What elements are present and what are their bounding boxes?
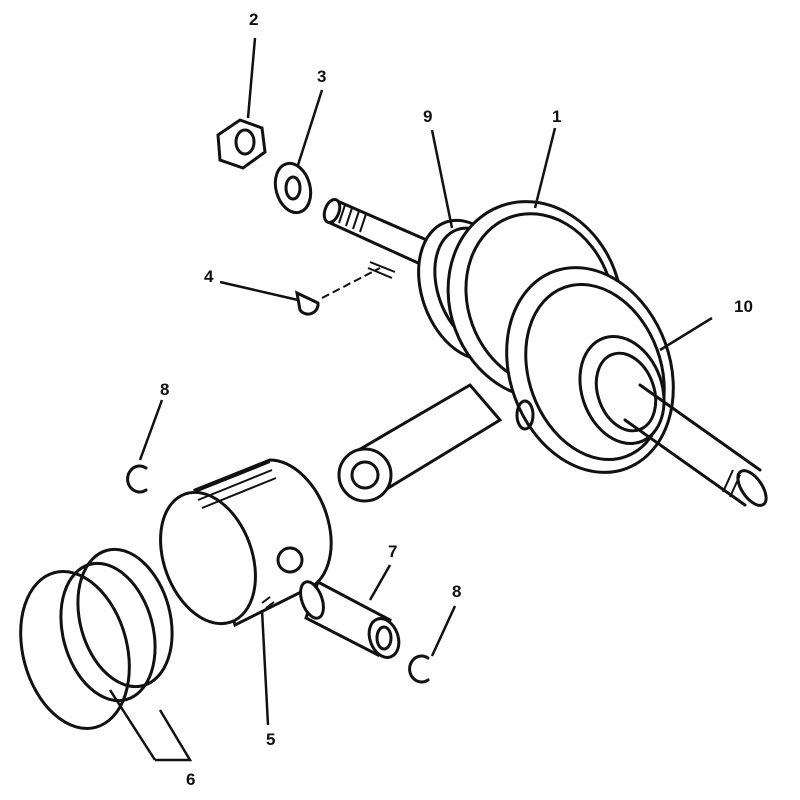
washer [273,161,313,215]
nut [216,118,267,170]
callout-3: 3 [317,67,326,86]
leader-lines [108,37,713,762]
callout-4: 4 [204,267,214,286]
callout-5: 5 [266,730,275,749]
callout-10: 10 [734,297,753,316]
callout-9: 9 [423,107,432,126]
circlip-right [408,654,430,684]
piston-rings [19,547,174,730]
callout-1: 1 [552,107,561,126]
piston [159,458,333,628]
crankshaft [322,197,768,507]
callout-6: 6 [186,770,195,789]
callout-8-left: 8 [160,380,169,399]
woodruff-key [295,267,381,316]
callout-8-right: 8 [452,582,461,601]
callout-2: 2 [249,10,258,29]
piston-pin [299,579,401,659]
callout-7: 7 [388,542,397,561]
circlip-left [126,464,148,494]
